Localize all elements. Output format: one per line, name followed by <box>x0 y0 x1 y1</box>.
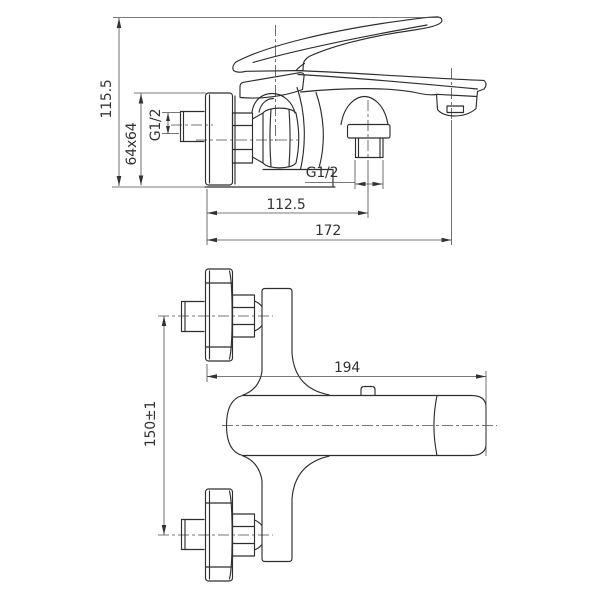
dim-label-outlet-offset: 112.5 <box>266 197 305 213</box>
hex-nut-facets <box>231 124 254 151</box>
aerator-inner-rect <box>446 105 465 114</box>
side-view: 115.5 64x64 G1/2 G1/2 112.5 172 <box>99 16 487 245</box>
side-view-labels: 115.5 64x64 G1/2 G1/2 112.5 172 <box>99 79 341 239</box>
front-view-dimensions <box>161 316 487 535</box>
cartridge-dome <box>251 92 296 114</box>
lower-flange-details <box>205 490 233 580</box>
outlet-flange <box>346 123 391 139</box>
front-view-body <box>180 268 487 582</box>
arrow <box>207 374 217 379</box>
side-view-body <box>179 16 487 188</box>
upper-flange-details <box>205 270 233 360</box>
outlet-arch <box>340 95 389 126</box>
lower-pipe <box>180 518 205 551</box>
hex-nut <box>231 112 254 164</box>
spout-underside <box>299 88 438 96</box>
upper-neck <box>253 300 263 332</box>
spout-top-edge <box>295 69 487 93</box>
front-view: 194 150±1 <box>143 268 497 582</box>
outlet-pipe-thread-lines <box>357 137 381 159</box>
back-plate <box>261 287 293 563</box>
upper-nut <box>231 294 256 338</box>
dim-label-flange-size: 64x64 <box>124 122 140 165</box>
body-sweep-outer <box>296 86 305 171</box>
arrow <box>207 210 217 216</box>
arrow <box>372 181 383 187</box>
arrow <box>116 176 122 186</box>
lower-neck <box>253 519 263 551</box>
arrow <box>166 113 170 121</box>
body-capsule <box>225 394 438 457</box>
front-view-centerlines <box>158 315 497 536</box>
front-view-labels: 194 150±1 <box>143 360 361 447</box>
handle-cap <box>239 72 305 99</box>
outlet-pipe <box>354 137 384 159</box>
inlet-pipe <box>179 110 205 143</box>
eccentric-barrel <box>262 107 300 169</box>
arrow <box>355 181 366 187</box>
plate-body-flares <box>241 352 330 500</box>
arrow <box>207 237 217 243</box>
arrow <box>161 525 167 535</box>
arrow <box>138 93 144 104</box>
lower-nut <box>231 513 256 557</box>
arrow <box>358 210 368 216</box>
lever-handle <box>232 16 443 73</box>
neck-cone <box>251 112 264 164</box>
arrow <box>138 175 144 186</box>
dim-label-height: 115.5 <box>99 79 115 118</box>
diverter-tab <box>360 385 376 396</box>
arrow <box>441 237 452 243</box>
spout-root-join <box>295 62 306 72</box>
spout-top-second-edge <box>297 73 479 90</box>
body-bottom-lines <box>204 168 336 188</box>
dim-label-connection-spacing: 150±1 <box>143 401 159 447</box>
arrow <box>166 126 170 134</box>
dim-label-overall-length: 194 <box>334 360 360 376</box>
side-view-dimensions <box>112 17 452 245</box>
dim-label-outlet-thread: G1/2 <box>306 165 339 181</box>
ext-inlet-thread <box>162 112 181 134</box>
aerator-housing <box>435 90 479 117</box>
ext-outlet-pipe <box>354 160 384 189</box>
dim-label-inlet-thread: G1/2 <box>148 109 164 142</box>
arrow <box>476 374 486 379</box>
lever-inner-line <box>252 24 428 64</box>
arrow <box>161 316 167 326</box>
body-sweep-inner <box>315 91 324 167</box>
dim-label-spout-reach: 172 <box>315 223 341 239</box>
arrow <box>116 18 122 28</box>
upper-pipe <box>180 300 205 333</box>
eccentric-barrel-curves <box>269 108 291 168</box>
